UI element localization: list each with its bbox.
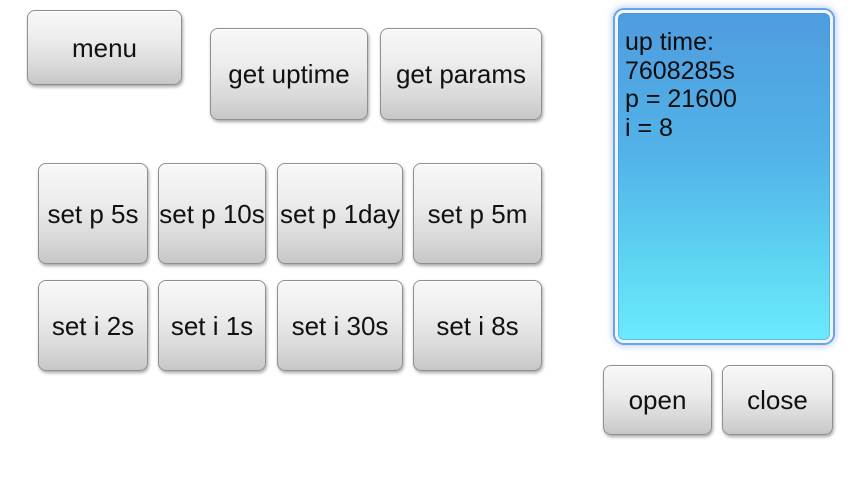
status-p-value: p = 21600: [625, 85, 737, 113]
close-button[interactable]: close: [722, 365, 833, 435]
set-i-8s-button[interactable]: set i 8s: [413, 280, 542, 371]
set-p-5s-button[interactable]: set p 5s: [38, 163, 148, 264]
set-i-30s-button[interactable]: set i 30s: [277, 280, 403, 371]
status-uptime-label: up time:: [625, 28, 714, 56]
get-params-button[interactable]: get params: [380, 28, 542, 120]
set-p-1day-button[interactable]: set p 1day: [277, 163, 403, 264]
open-button[interactable]: open: [603, 365, 712, 435]
set-i-1s-button[interactable]: set i 1s: [158, 280, 266, 371]
status-uptime-value: 7608285s: [625, 56, 735, 85]
get-uptime-button[interactable]: get uptime: [210, 28, 368, 120]
set-p-5m-button[interactable]: set p 5m: [413, 163, 542, 264]
status-i-value: i = 8: [625, 113, 673, 142]
menu-button[interactable]: menu: [27, 10, 182, 85]
set-i-2s-button[interactable]: set i 2s: [38, 280, 148, 371]
status-panel: up time: 7608285s p = 21600 i = 8: [615, 10, 833, 343]
set-p-10s-button[interactable]: set p 10s: [158, 163, 266, 264]
